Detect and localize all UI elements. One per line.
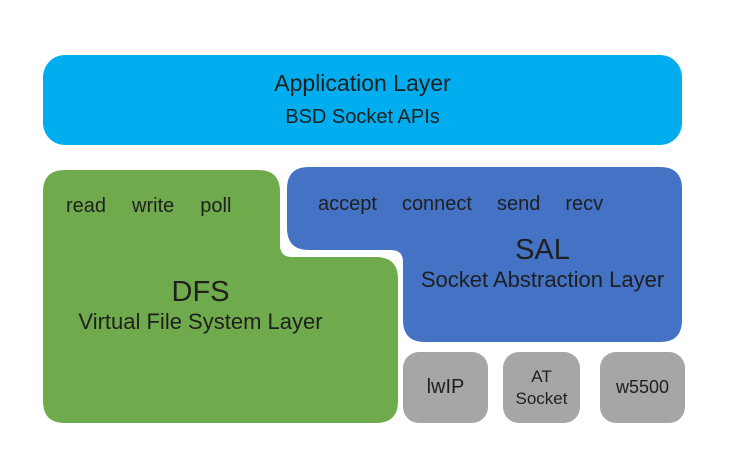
sal-method-accept: accept — [318, 193, 377, 215]
backend-w5500-label: w5500 — [615, 377, 670, 397]
sal-block-shape — [287, 167, 682, 342]
bsd-socket-apis-label: BSD Socket APIs — [285, 106, 440, 128]
application-layer-title: Application Layer — [274, 70, 451, 96]
sal-method-recv: recv — [565, 193, 604, 215]
backend-at-socket-label: AT Socket — [515, 366, 568, 408]
backend-lwip-label: lwIP — [426, 376, 465, 398]
dfs-method-write: write — [132, 195, 175, 217]
dfs-caption: DFS Virtual File System Layer — [23, 276, 378, 335]
dfs-layer-name: Virtual File System Layer — [78, 309, 323, 334]
backend-at-socket-block: AT Socket — [503, 352, 580, 423]
dfs-method-poll: poll — [200, 195, 232, 217]
sal-methods-row: accept connect send recv — [318, 193, 603, 216]
backend-w5500-block: w5500 — [600, 352, 685, 423]
sal-method-send: send — [497, 193, 541, 215]
sal-acronym: SAL — [515, 234, 570, 266]
dfs-block-shape — [43, 170, 398, 423]
sal-layer-name: Socket Abstraction Layer — [420, 267, 665, 292]
dfs-acronym: DFS — [171, 276, 230, 308]
dfs-method-read: read — [66, 195, 107, 217]
sal-method-connect: connect — [401, 193, 472, 215]
application-layer-block: Application Layer BSD Socket APIs — [43, 55, 682, 145]
backend-lwip-block: lwIP — [403, 352, 488, 423]
sal-caption: SAL Socket Abstraction Layer — [403, 234, 682, 293]
dfs-methods-row: read write poll — [66, 195, 231, 218]
